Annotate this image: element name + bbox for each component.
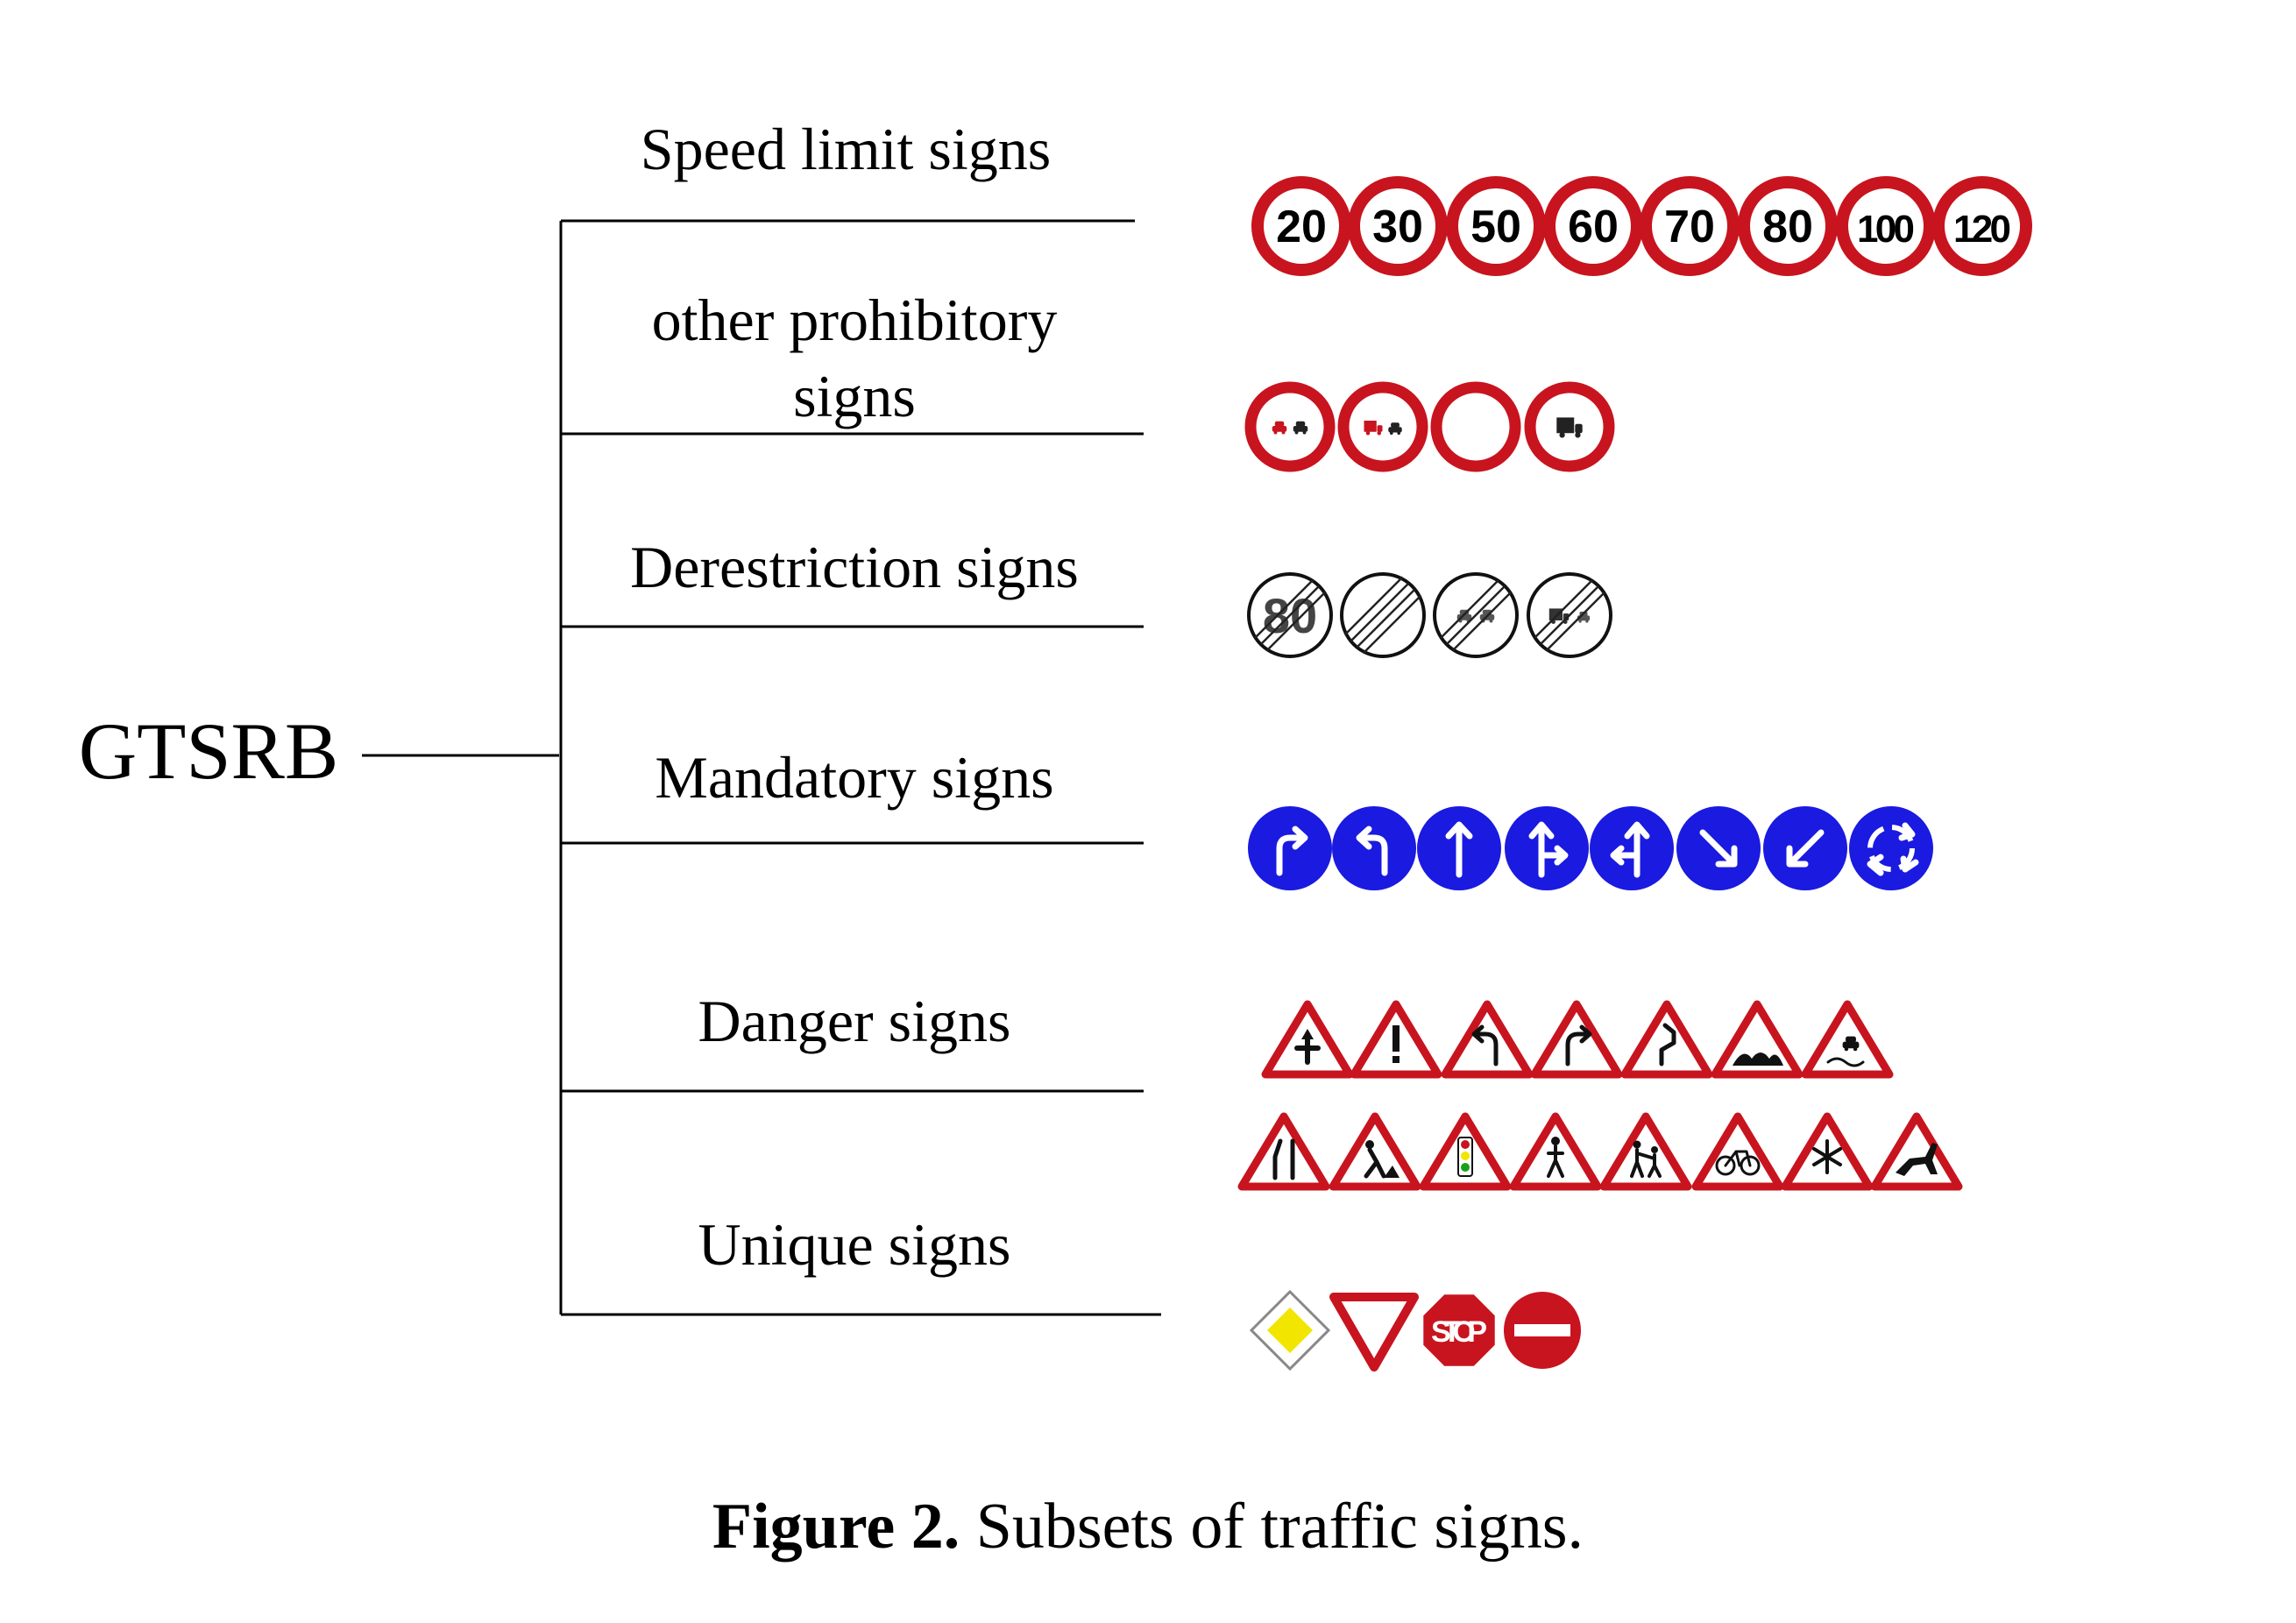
danger-signs [1237, 1000, 1963, 1191]
turn-right-ahead-icon [1248, 806, 1332, 890]
ahead-only-icon [1417, 806, 1501, 890]
category-other-prohibitory-label-line2: signs [793, 363, 916, 429]
speed-limit-50-sign: 50 [1446, 176, 1546, 276]
category-other-prohibitory-label: other prohibitory [652, 287, 1058, 353]
speed-limit-60-sign: 60 [1543, 176, 1643, 276]
priority-road-icon [1249, 1289, 1331, 1371]
category-speed-limit-label: Speed limit signs [641, 116, 1051, 182]
roundabout-icon [1849, 806, 1933, 890]
children-crossing-icon [1599, 1112, 1692, 1191]
straight-or-left-icon [1590, 806, 1674, 890]
no-entry-icon [1504, 1292, 1581, 1369]
keep-right-icon [1676, 806, 1761, 890]
yield-icon [1329, 1293, 1419, 1371]
speed-limit-20-text: 20 [1276, 202, 1327, 252]
speed-limit-70-sign: 70 [1640, 176, 1740, 276]
no-overtaking-icon [1244, 381, 1336, 472]
no-trucks-icon [1524, 381, 1615, 472]
speed-limit-100-text: 100 [1857, 208, 1915, 251]
speed-limit-30-sign: 30 [1348, 176, 1448, 276]
speed-limit-120-sign: 120 [1932, 176, 2032, 276]
mandatory-signs [1248, 806, 1933, 890]
stop-icon: STOP [1423, 1294, 1495, 1366]
bicycles-crossing-icon [1691, 1112, 1784, 1191]
root-label: GTSRB [79, 706, 339, 796]
no-vehicles-icon [1430, 381, 1521, 472]
speed-limit-80-text: 80 [1762, 202, 1813, 252]
bumpy-road-icon [1711, 1000, 1803, 1079]
category-mandatory-label: Mandatory signs [655, 744, 1053, 811]
keep-left-icon [1763, 806, 1847, 890]
end-speed-limit-80-icon: 80 [1247, 572, 1333, 658]
speed-limit-50-text: 50 [1470, 202, 1521, 252]
speed-limit-signs: 20 30 50 60 70 80 100 120 [1251, 176, 2032, 276]
speed-limit-100-sign: 100 [1836, 176, 1936, 276]
end-all-restrictions-icon [1340, 572, 1426, 658]
tree-lines [362, 219, 1161, 1316]
speed-limit-120-text: 120 [1953, 208, 2011, 251]
category-derestriction-label: Derestriction signs [630, 534, 1079, 600]
category-unique-label: Unique signs [698, 1211, 1011, 1278]
category-danger-label: Danger signs [698, 988, 1011, 1054]
speed-limit-20-sign: 20 [1251, 176, 1351, 276]
curve-right-icon [1530, 1000, 1623, 1079]
derestriction-signs: 80 [1247, 572, 1612, 658]
curve-left-icon [1441, 1000, 1534, 1079]
slippery-road-icon [1801, 1000, 1894, 1079]
figure-caption: Figure 2. Subsets of traffic signs. [0, 1490, 2296, 1564]
pedestrians-icon [1509, 1112, 1602, 1191]
traffic-signals-icon [1419, 1112, 1512, 1191]
right-of-way-icon [1261, 1000, 1354, 1079]
wild-animals-icon [1870, 1112, 1963, 1191]
end-no-overtaking-trucks-icon [1527, 572, 1612, 658]
road-narrows-icon [1237, 1112, 1330, 1191]
speed-limit-80-sign: 80 [1738, 176, 1838, 276]
speed-limit-70-text: 70 [1664, 202, 1715, 252]
road-work-icon [1329, 1112, 1421, 1191]
ice-snow-icon [1781, 1112, 1874, 1191]
double-curve-icon [1620, 1000, 1713, 1079]
turn-left-ahead-icon [1332, 806, 1416, 890]
caption-text: Subsets of traffic signs. [960, 1491, 1584, 1563]
other-prohibitory-signs [1244, 381, 1615, 472]
no-overtaking-trucks-icon [1337, 381, 1428, 472]
general-caution-icon [1350, 1000, 1442, 1079]
straight-or-right-icon [1505, 806, 1589, 890]
speed-limit-60-text: 60 [1568, 202, 1619, 252]
unique-signs: STOP [1249, 1289, 1581, 1371]
caption-label: Figure 2. [712, 1491, 960, 1563]
end-no-overtaking-icon [1433, 572, 1519, 658]
stop-text: STOP [1431, 1315, 1487, 1349]
speed-limit-30-text: 30 [1372, 202, 1423, 252]
